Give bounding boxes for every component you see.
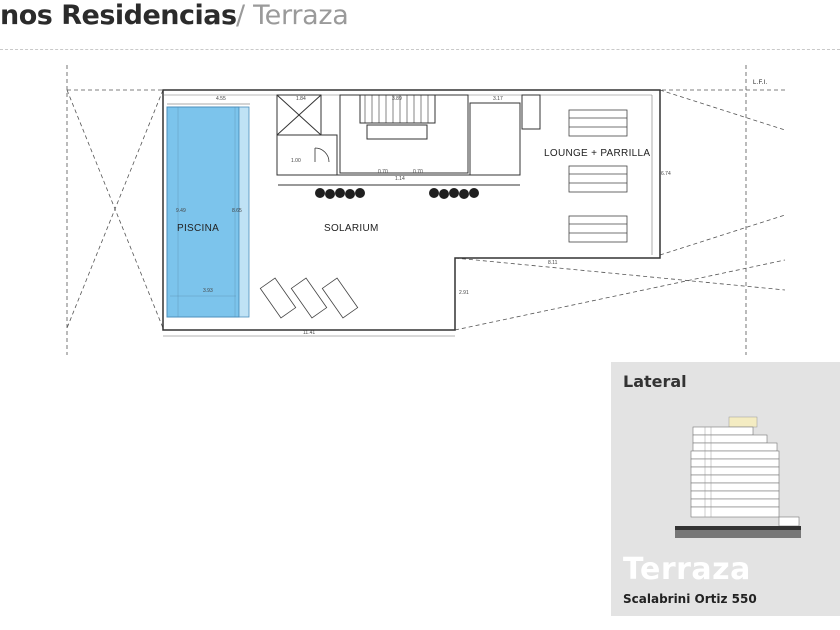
lounge-benches xyxy=(568,109,628,243)
terraza-big-label: Terraza xyxy=(623,552,751,587)
pool-label: PISCINA xyxy=(177,223,220,234)
dim-small-b: 0.70 xyxy=(378,169,388,175)
lateral-building-elevation xyxy=(675,416,801,538)
dim-total-w: 11.41 xyxy=(303,330,315,336)
lateral-panel: Lateral Terraza Scalabrini Ortiz 550 xyxy=(611,362,840,616)
page-subtitle: / Terraza xyxy=(236,0,349,31)
dim-small-d: 1.14 xyxy=(395,176,405,182)
sun-loungers xyxy=(259,277,359,319)
terrace-floor-plan: 4.55 1.84 3.89 3.17 9.49 8.65 3.93 11.41… xyxy=(66,65,786,355)
pool-edge xyxy=(238,106,250,318)
dim-top-c: 3.89 xyxy=(392,96,402,102)
dim-top-d: 3.17 xyxy=(493,96,503,102)
lateral-title: Lateral xyxy=(623,372,687,391)
lfi-label: L.F.I. xyxy=(753,80,768,86)
dim-small-c: 0.70 xyxy=(413,169,423,175)
dim-right-w: 8.11 xyxy=(548,260,558,266)
dim-pool-h1: 9.49 xyxy=(176,208,186,214)
solarium-label: SOLARIUM xyxy=(324,223,379,234)
service-core xyxy=(276,94,541,186)
address-label: Scalabrini Ortiz 550 xyxy=(623,592,757,606)
dim-top-a: 4.55 xyxy=(216,96,226,102)
pool xyxy=(166,106,240,318)
dim-right-h: 6.74 xyxy=(661,171,671,177)
lounge-label: LOUNGE + PARRILLA xyxy=(544,148,651,159)
dim-top-b: 1.84 xyxy=(296,96,306,102)
dim-pool-w: 3.93 xyxy=(203,288,213,294)
page-title: nos Residencias xyxy=(0,0,237,31)
dim-pool-h2: 8.65 xyxy=(232,208,242,214)
dim-small-a: 1.00 xyxy=(291,158,301,164)
header-divider xyxy=(0,49,840,50)
planters xyxy=(315,188,479,199)
dim-step-h: 2.91 xyxy=(459,290,469,296)
stair-steps xyxy=(364,95,429,123)
terrace-outline xyxy=(162,89,661,331)
